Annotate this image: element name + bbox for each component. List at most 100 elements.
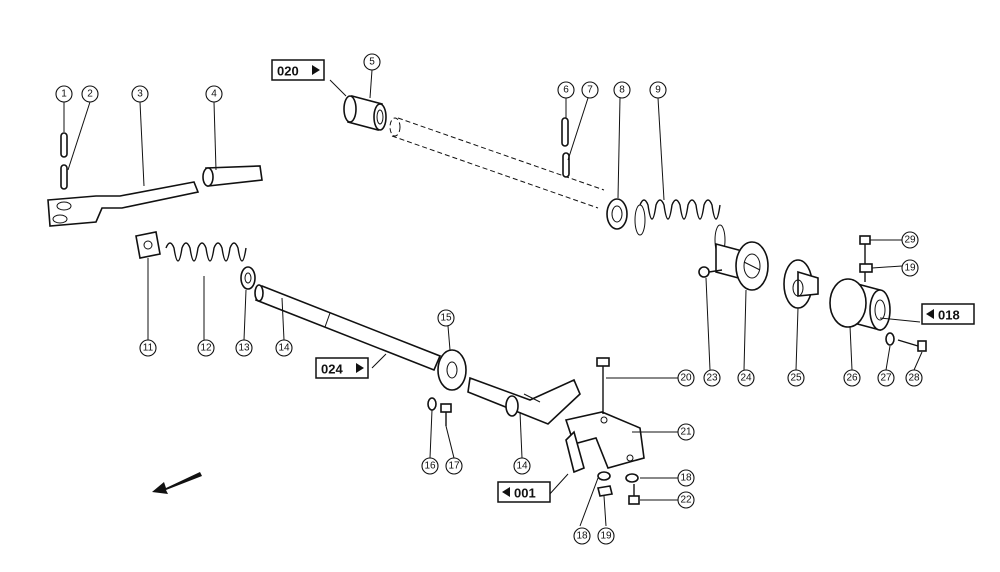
callout-number: 25 [790,373,802,384]
part-5-sleeve [343,94,387,132]
callout-circle [363,53,381,71]
callout-26: 26 [843,369,861,387]
callout-12: 12 [197,339,215,357]
callout-27: 27 [877,369,895,387]
callout-circle [597,527,615,545]
part-19-nut-upper [859,263,873,273]
callout-circle [901,231,919,249]
callout-number: 18 [576,531,588,542]
callout-29: 29 [901,231,919,249]
callout-circle [901,259,919,277]
page-ref-001[interactable]: 001 [497,481,551,503]
callout-8: 8 [613,81,631,99]
callout-4: 4 [205,85,223,103]
callout-number: 15 [440,313,452,324]
page-ref-box[interactable] [271,59,325,81]
callout-number: 21 [680,427,692,438]
callout-number: 17 [448,461,460,472]
part-11-plate [135,231,161,259]
part-17-screw [440,403,452,426]
part-28-bolt [897,339,927,352]
page-ref-label: 001 [514,486,536,501]
callout-number: 20 [680,373,692,384]
part-14-shaft [254,284,442,372]
callout-circle [677,423,695,441]
callout-17: 17 [445,457,463,475]
callout-circle [905,369,923,387]
part-16-washer [427,397,437,411]
page-reference-group: 020 024 018 001 [271,59,975,503]
callout-number: 3 [137,89,143,100]
callout-number: 2 [87,89,93,100]
callout-circle [421,457,439,475]
callout-15: 15 [437,309,455,327]
page-ref-box[interactable] [497,481,551,503]
callout-14: 14 [275,339,293,357]
callout-number: 4 [211,89,217,100]
upper-shaft [389,117,605,209]
callout-circle [649,81,667,99]
callout-28: 28 [905,369,923,387]
callout-circle [787,369,805,387]
callout-circle [573,527,591,545]
page-ref-020[interactable]: 020 [271,59,325,81]
callout-circle [843,369,861,387]
page-ref-024[interactable]: 024 [315,357,369,379]
callout-25: 25 [787,369,805,387]
callout-circle [581,81,599,99]
callout-circle [275,339,293,357]
callout-number: 29 [904,235,916,246]
part-20-bolt [596,357,610,414]
callout-7: 7 [581,81,599,99]
callout-number: 23 [706,373,718,384]
callout-16: 16 [421,457,439,475]
callout-number: 26 [846,373,858,384]
part-23-bolt [698,266,723,278]
page-ref-box[interactable] [921,303,975,325]
part-21-clamp [564,411,645,474]
callout-number: 24 [740,373,752,384]
page-ref-box[interactable] [315,357,369,379]
page-ref-label: 024 [321,362,343,377]
callout-number: 12 [200,343,212,354]
callout-23: 23 [703,369,721,387]
part-19-nut-lower [597,485,613,497]
arrow-right-icon [356,363,364,373]
callout-number: 6 [563,85,569,96]
callout-circle [677,491,695,509]
callout-14: 14 [513,457,531,475]
part-8-washer [606,198,628,230]
callout-20: 20 [677,369,695,387]
page-ref-label: 020 [277,64,299,79]
callout-number: 1 [61,89,67,100]
callout-number: 5 [369,57,375,68]
callout-2: 2 [81,85,99,103]
callout-11: 11 [139,339,157,357]
part-14-fork [467,376,581,425]
leader-lines [63,69,923,527]
callout-circle [613,81,631,99]
callout-1: 1 [55,85,73,103]
callout-21: 21 [677,423,695,441]
callout-circle [235,339,253,357]
part-4-grip [202,165,263,187]
part-26-collar [829,278,891,332]
part-9-spring [634,199,726,256]
page-ref-018[interactable]: 018 [921,303,975,325]
callout-number: 18 [680,473,692,484]
callout-circle [55,85,73,103]
part-3-lever [47,181,200,227]
part-22-screw [628,484,640,505]
callout-number: 8 [619,85,625,96]
part-1-2-pins [60,132,68,190]
callout-circle [131,85,149,103]
callout-circle [877,369,895,387]
callout-24: 24 [737,369,755,387]
callout-circle [81,85,99,103]
callout-number: 28 [908,373,920,384]
callout-number: 14 [516,461,528,472]
callout-number: 7 [587,85,593,96]
